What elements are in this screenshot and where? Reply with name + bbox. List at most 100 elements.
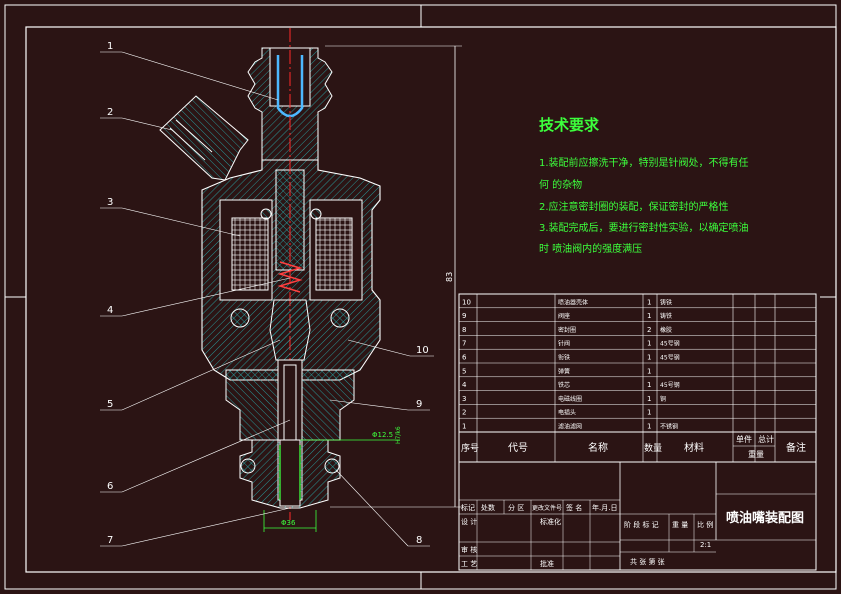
bom-cell-qty: 1 [647, 312, 651, 320]
electrical-connector [159, 95, 249, 181]
title-block: 标记 处数 分 区 更改文件号 签 名 年.月.日 设 计 标准化 阶 段 标 … [458, 461, 817, 571]
callout-8: 8 [416, 535, 422, 546]
tb-design: 设 计 [461, 517, 477, 526]
bom-header-mat: 材料 [684, 441, 704, 454]
tb-scale-value: 2:1 [700, 541, 711, 549]
callout-5-leader [121, 339, 281, 411]
bom-cell-no: 2 [462, 409, 466, 417]
outer-frame [4, 4, 837, 590]
callout-6: 6 [107, 481, 113, 492]
bom-cell-name: 密封圈 [558, 326, 576, 334]
bom-cell-name: 弹簧 [558, 367, 570, 375]
callout-4: 4 [107, 305, 113, 316]
callout-8-leader [335, 469, 409, 547]
tb-sign: 签 名 [566, 503, 582, 512]
bom-cell-mat: 45号钢 [660, 340, 680, 348]
bom-cell-mat: 铸铁 [660, 312, 672, 320]
bom-cell-qty: 1 [647, 381, 651, 389]
callout-2-leader [121, 117, 173, 131]
callout-2: 2 [107, 107, 113, 118]
tb-weight: 重 量 [672, 521, 688, 529]
bom-cell-mat: 45号钢 [660, 354, 680, 362]
dim-height-text: 83 [445, 272, 454, 282]
o-ring-right [330, 308, 350, 328]
bom-header-remark: 备注 [786, 441, 806, 454]
callout-3: 3 [107, 197, 113, 208]
bom-cell-name: 阀座 [558, 312, 570, 320]
tb-mark: 标记 [461, 503, 475, 512]
bom-cell-no: 4 [462, 381, 467, 389]
bom-cell-no: 8 [462, 326, 466, 334]
callout-7: 7 [107, 535, 113, 546]
bom-cell-no: 1 [462, 423, 466, 431]
callout-7-leader [121, 507, 291, 547]
titleblock-frame [458, 461, 817, 571]
dim-width-text: Φ36 [281, 519, 296, 527]
connector-pin [169, 127, 206, 161]
bom-cell-name: 铁芯 [558, 381, 570, 389]
bom-cell-mat: 不锈钢 [660, 423, 678, 431]
spring [277, 261, 303, 293]
o-ring-lower-left [240, 458, 256, 474]
seal-small-right [310, 208, 322, 220]
tb-standard: 标准化 [540, 517, 561, 526]
bom-cell-mat: 橡胶 [660, 326, 672, 334]
bom-cell-qty: 1 [647, 367, 651, 375]
tb-review: 审 核 [461, 545, 477, 554]
tech-line-1: 1.装配前应擦洗干净，特别是针阀处，不得有任 [539, 156, 749, 169]
tech-line-5: 时 喷油阀内的强度满压 [539, 242, 642, 255]
bom-cell-qty: 1 [647, 409, 651, 417]
connector-pin-2 [175, 119, 213, 153]
coil-winding-left [231, 217, 269, 291]
bom-header-qty: 数量 [644, 442, 662, 454]
tb-count: 处数 [481, 503, 495, 512]
bom-cell-no: 7 [462, 340, 466, 348]
callout-5: 5 [107, 399, 113, 410]
bom-header-no: 序号 [461, 442, 479, 454]
callout-10: 10 [416, 345, 429, 356]
callout-1-leader [121, 51, 279, 101]
bom-cell-mat: 铸铁 [660, 298, 672, 306]
tech-line-4: 3.装配完成后，要进行密封性实验，以确定喷油 [539, 221, 749, 234]
bom-cell-no: 9 [462, 312, 466, 320]
technical-requirements: 技术要求 1.装配前应擦洗干净，特别是针阀处，不得有任 何 的杂物 2.应注意密… [539, 116, 749, 255]
nozzle-bore [279, 439, 301, 507]
bom-cell-mat: 45号钢 [660, 381, 680, 389]
callout-3-leader [121, 207, 241, 237]
bom-header-weight: 重量 [748, 449, 764, 459]
bom-cell-no: 6 [462, 354, 467, 362]
inner-frame [25, 26, 837, 573]
bom-cell-name: 电磁线圈 [558, 395, 582, 403]
armature [269, 299, 311, 361]
tb-change-doc: 更改文件号 [532, 504, 562, 512]
bom-cell-no: 10 [462, 298, 471, 306]
seal-small-left [260, 208, 272, 220]
tb-date: 年.月.日 [592, 503, 617, 512]
callout-4-leader [121, 277, 291, 317]
bom-cell-qty: 1 [647, 340, 651, 348]
bom-cell-qty: 1 [647, 423, 651, 431]
tech-line-2: 何 的杂物 [539, 178, 582, 191]
bom-cell-name: 针阀 [558, 340, 570, 348]
drawing-title: 喷油嘴装配图 [726, 510, 804, 526]
callout-1: 1 [107, 41, 113, 52]
callout-9-leader [329, 399, 409, 411]
bom-cell-qty: 1 [647, 395, 651, 403]
callout-9: 9 [416, 399, 422, 410]
dim-thread-text: Φ12.5 [372, 431, 393, 439]
callout-10-leader [347, 339, 411, 357]
tb-zone: 分 区 [508, 503, 524, 512]
callouts: 1 2 3 4 5 6 7 8 9 10 [100, 41, 434, 547]
o-ring-lower-right [324, 458, 340, 474]
bom-header-code: 代号 [508, 442, 528, 454]
tb-scale-label: 比 例 [697, 520, 713, 529]
bom-cell-name: 滤油滤网 [558, 423, 582, 431]
coil-winding-right [315, 217, 353, 291]
tb-sheets: 共 张 第 张 [630, 557, 665, 566]
fit-label: H7/k6 [395, 426, 402, 444]
bom-header-total: 总计 [758, 434, 774, 444]
bom-cell-name: 喷油器壳体 [558, 298, 588, 306]
bom-cell-no: 3 [462, 395, 466, 403]
bom-cell-qty: 1 [647, 298, 651, 306]
